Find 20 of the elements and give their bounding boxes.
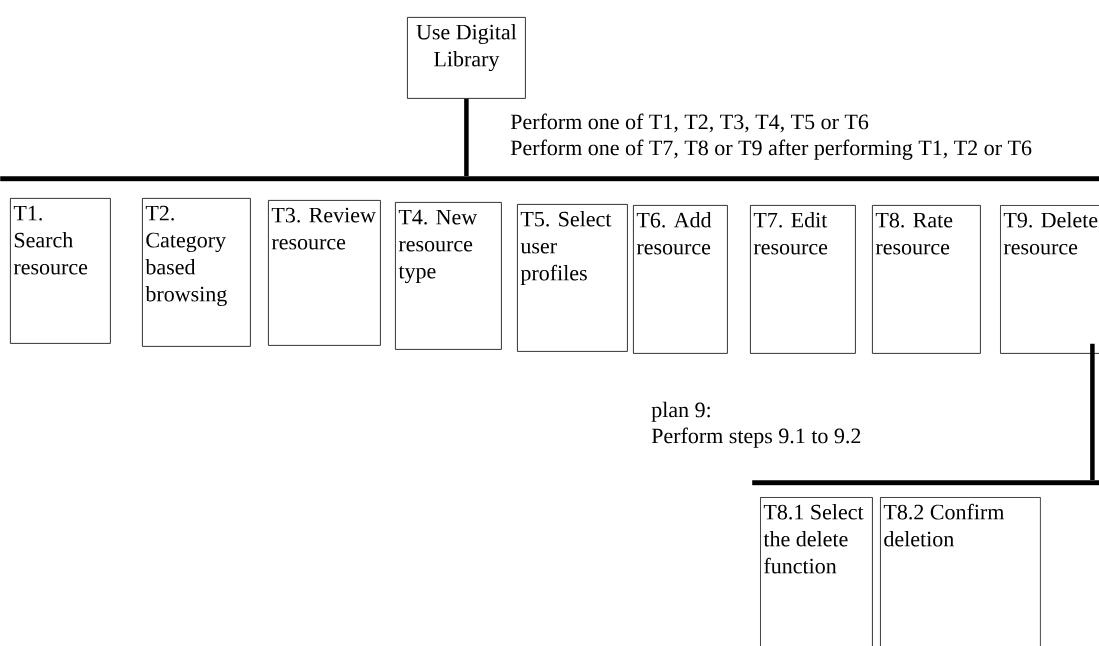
connector-line	[1090, 343, 1095, 480]
horizontal-bar	[752, 480, 1099, 486]
horizontal-bar	[0, 176, 1099, 182]
task-box: T9. Delete resource	[1000, 205, 1099, 354]
task-box: T4. New resource type	[395, 202, 502, 350]
task-box: Use Digital Library	[407, 17, 526, 99]
task-box: T8.1 Select the delete function	[760, 497, 873, 646]
task-box: T3. Review resource	[268, 200, 381, 346]
task-box: T6. Add resource	[633, 205, 728, 354]
task-box: T8. Rate resource	[872, 205, 981, 354]
task-box: T7. Edit resource	[750, 205, 856, 354]
plan-note: plan 9:	[651, 401, 710, 422]
plan-note: Perform one of T1, T2, T3, T4, T5 or T6	[510, 113, 869, 133]
task-box: T5. Select user profiles	[517, 204, 628, 352]
plan-note: Perform steps 9.1 to 9.2	[651, 427, 861, 448]
task-box: T8.2 Confirm deletion	[880, 497, 1041, 646]
connector-line	[464, 98, 469, 176]
task-box: T1. Search resource	[10, 198, 111, 344]
plan-note: Perform one of T7, T8 or T9 after performing T1, T2 or T6	[510, 139, 1032, 160]
task-box: T2. Category based browsing	[142, 198, 251, 347]
